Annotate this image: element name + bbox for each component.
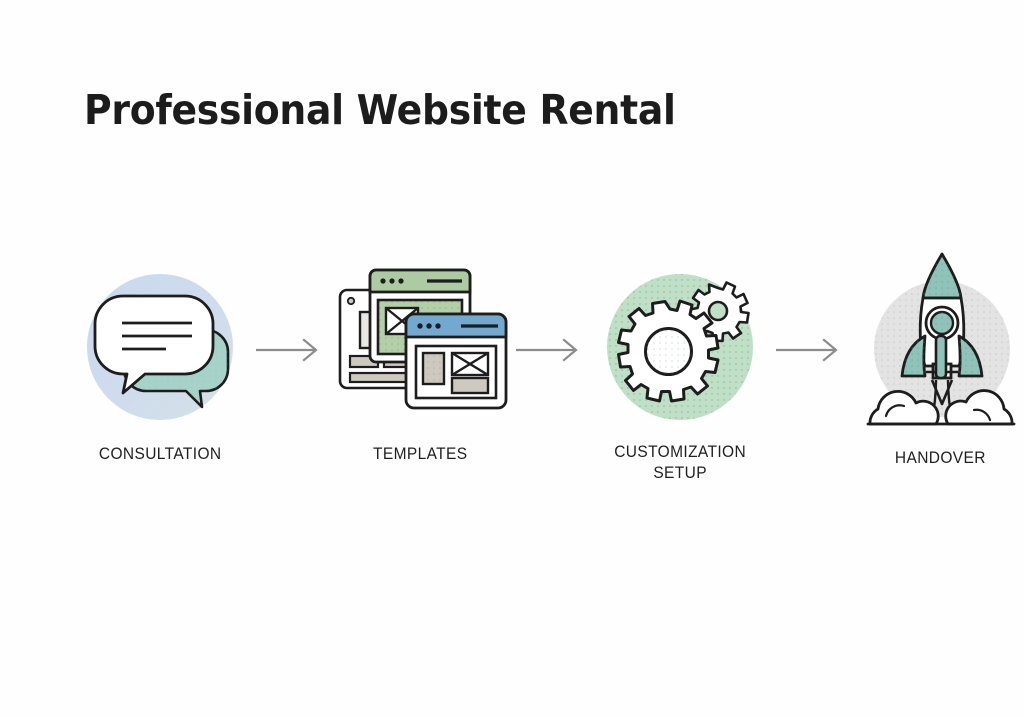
arrow-1 <box>250 260 330 440</box>
customization-artwork <box>590 260 770 440</box>
blue-browser-window <box>404 312 508 410</box>
large-gear-shape <box>617 299 720 403</box>
arrow-2 <box>510 260 590 440</box>
browser-windows-icon <box>338 268 508 410</box>
handover-artwork <box>850 252 1024 440</box>
process-step-handover[interactable]: HANDOVER <box>850 252 1024 469</box>
speech-bubbles-icon <box>87 274 233 420</box>
arrow-right-icon <box>516 338 578 362</box>
step-label-consultation: CONSULTATION <box>98 445 222 463</box>
process-step-templates[interactable]: TEMPLATES <box>330 260 510 465</box>
arrow-right-icon <box>256 338 318 362</box>
arrow-3 <box>770 260 850 440</box>
process-step-customization-setup[interactable]: CUSTOMIZATION SETUP <box>590 260 770 484</box>
consultation-artwork <box>70 260 250 440</box>
step-label-line-1: CUSTOMIZATION <box>614 443 746 461</box>
step-label-customization-setup: CUSTOMIZATION SETUP <box>614 442 746 484</box>
step-label-handover: HANDOVER <box>894 449 986 467</box>
arrow-right-icon <box>776 338 838 362</box>
gears-icon <box>607 274 753 420</box>
process-step-consultation[interactable]: CONSULTATION <box>70 260 250 465</box>
rocket-launch-icon <box>866 252 1016 426</box>
process-flow: CONSULTATION <box>70 252 1016 510</box>
page-title: Professional Website Rental <box>84 86 676 134</box>
templates-artwork <box>330 260 510 440</box>
step-label-line-2: SETUP <box>653 464 707 482</box>
step-label-templates: TEMPLATES <box>372 445 468 463</box>
